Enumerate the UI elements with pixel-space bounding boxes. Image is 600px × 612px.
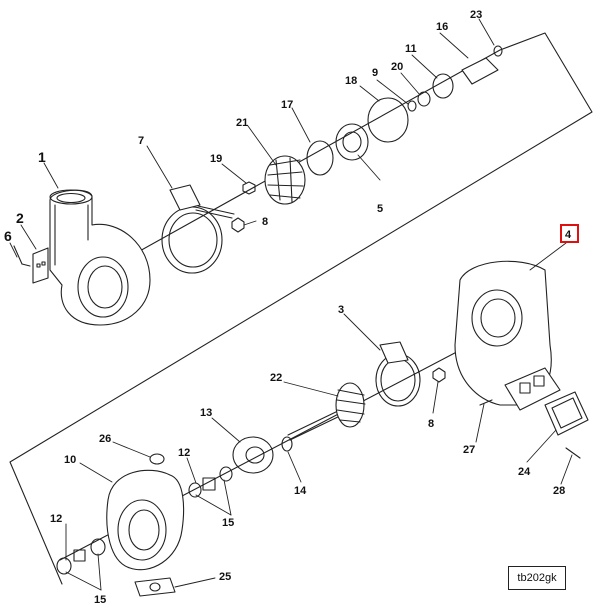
oil-drain-gasket bbox=[134, 577, 176, 597]
callout-21: 21 bbox=[236, 117, 248, 129]
leader-lines bbox=[9, 18, 573, 591]
callout-1: 1 bbox=[38, 149, 46, 165]
callout-24: 24 bbox=[518, 466, 531, 478]
bearing-housing-plate bbox=[232, 436, 274, 474]
callout-20: 20 bbox=[391, 61, 403, 73]
callout-19: 19 bbox=[210, 153, 222, 165]
compressor-backplate bbox=[335, 123, 369, 161]
callout-27: 27 bbox=[463, 444, 475, 456]
callout-26: 26 bbox=[99, 433, 111, 445]
callout-15-upper: 15 bbox=[222, 517, 234, 529]
highlight-box-callout-4 bbox=[560, 224, 579, 243]
stud-28 bbox=[565, 447, 581, 459]
callout-14: 14 bbox=[294, 485, 307, 497]
thrust-bearing-stack bbox=[407, 45, 503, 112]
callout-8-upper: 8 bbox=[262, 216, 268, 228]
retaining-ring-17 bbox=[306, 140, 334, 176]
figure-reference-label: tb202gk bbox=[508, 566, 566, 590]
v-band-clamp bbox=[161, 184, 235, 274]
callout-16: 16 bbox=[436, 21, 448, 33]
callout-10: 10 bbox=[64, 454, 76, 466]
callout-12-lower: 12 bbox=[50, 513, 62, 525]
exhaust-gasket bbox=[544, 391, 589, 436]
callout-3: 3 bbox=[338, 304, 344, 316]
seal-ring-14 bbox=[281, 436, 293, 452]
callout-23: 23 bbox=[470, 9, 482, 21]
callout-18: 18 bbox=[345, 75, 357, 87]
upper-centerline bbox=[119, 49, 501, 263]
compressor-nut bbox=[242, 181, 256, 195]
compressor-wheel bbox=[264, 155, 306, 205]
turbine-wheel-shaft bbox=[287, 382, 366, 441]
callout-15-lower: 15 bbox=[94, 594, 106, 606]
callout-22: 22 bbox=[270, 372, 282, 384]
nut-upper bbox=[231, 217, 245, 233]
callout-9: 9 bbox=[372, 67, 378, 79]
callout-13: 13 bbox=[200, 407, 212, 419]
o-ring-26 bbox=[149, 453, 165, 465]
callout-12-upper: 12 bbox=[178, 447, 190, 459]
callout-2: 2 bbox=[16, 210, 24, 226]
callout-25: 25 bbox=[219, 571, 231, 583]
callout-numbers: 1 2 6 7 19 21 17 18 9 20 11 16 23 5 8 4 … bbox=[4, 9, 572, 606]
callout-28: 28 bbox=[553, 485, 565, 497]
turbine-housing bbox=[454, 260, 561, 411]
callout-11: 11 bbox=[405, 43, 417, 55]
compressor-housing bbox=[49, 189, 151, 326]
callout-5: 5 bbox=[377, 203, 383, 215]
callout-17: 17 bbox=[281, 99, 293, 111]
turbine-clamp bbox=[375, 341, 421, 407]
center-housing bbox=[106, 469, 185, 571]
callout-4: 4 bbox=[565, 229, 572, 241]
mounting-bracket bbox=[13, 245, 49, 284]
callout-7: 7 bbox=[138, 135, 144, 147]
o-ring-18 bbox=[367, 97, 409, 143]
nut-lower bbox=[432, 367, 446, 383]
bearing-set-upper bbox=[188, 466, 233, 498]
callout-6: 6 bbox=[4, 228, 12, 244]
assembly-boundary-line bbox=[9, 32, 593, 585]
callout-8-lower: 8 bbox=[428, 418, 434, 430]
stud-27 bbox=[479, 399, 493, 406]
